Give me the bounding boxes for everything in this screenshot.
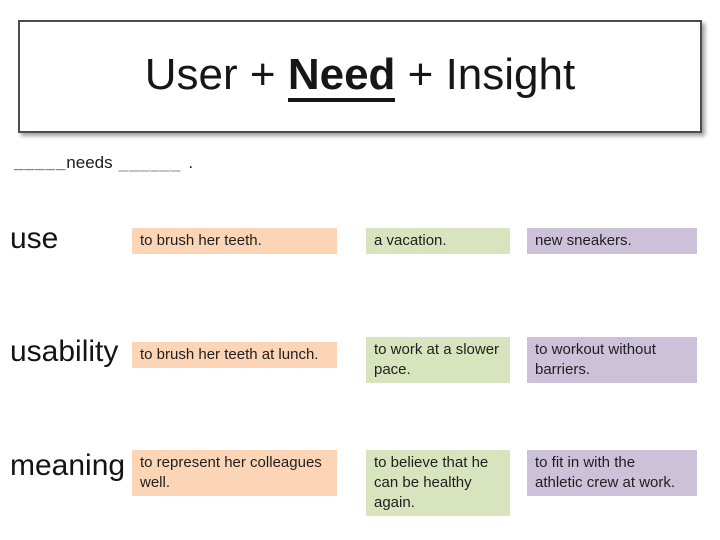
need-cell-meaning-green: to believe that he can be healthy again. bbox=[366, 450, 510, 516]
need-cell-use-green: a vacation. bbox=[366, 228, 510, 254]
need-cell-usability-orange: to brush her teeth at lunch. bbox=[132, 342, 337, 368]
need-cell-usability-purple: to workout without barriers. bbox=[527, 337, 697, 383]
need-cell-use-purple: new sneakers. bbox=[527, 228, 697, 254]
sentence-blank-need: ______ bbox=[118, 153, 182, 172]
title-suffix: + Insight bbox=[395, 50, 576, 99]
need-cell-usability-green: to work at a slower pace. bbox=[366, 337, 510, 383]
row-label-use: use bbox=[10, 222, 59, 255]
title-emphasis-need: Need bbox=[287, 53, 396, 102]
need-cell-use-orange: to brush her teeth. bbox=[132, 228, 337, 254]
row-label-usability: usability bbox=[10, 335, 119, 368]
fill-in-sentence: _____needs ______. bbox=[14, 153, 193, 173]
page-title: User + Need + Insight bbox=[144, 50, 576, 102]
need-cell-meaning-orange: to represent her colleagues well. bbox=[132, 450, 337, 496]
title-box: User + Need + Insight bbox=[18, 20, 702, 133]
sentence-blank-user: _____ bbox=[14, 153, 67, 172]
need-cell-meaning-purple: to fit in with the athletic crew at work… bbox=[527, 450, 697, 496]
sentence-verb: needs bbox=[66, 153, 113, 172]
row-label-meaning: meaning bbox=[10, 449, 126, 482]
sentence-period: . bbox=[188, 153, 194, 172]
title-prefix: User + bbox=[144, 50, 288, 99]
